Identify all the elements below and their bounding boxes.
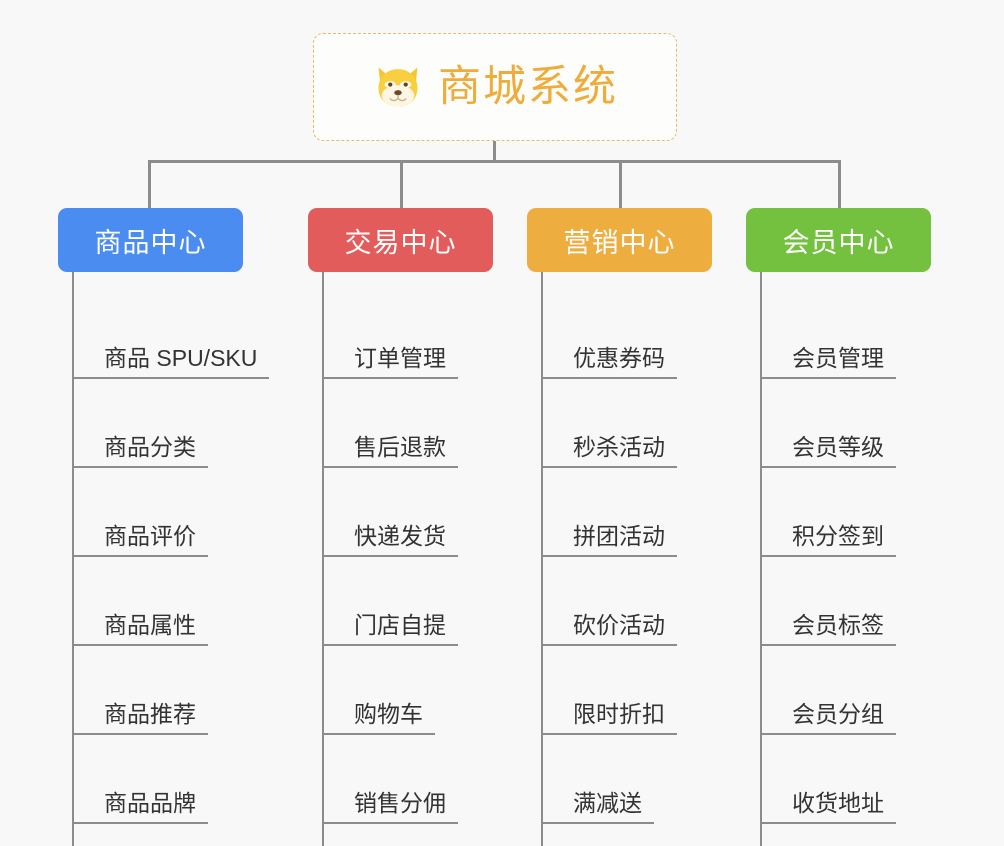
leaf-item[interactable]: 销售分佣 — [322, 735, 493, 824]
leaf-label: 限时折扣 — [541, 700, 677, 735]
connector-drop-marketing-center — [619, 160, 622, 208]
leaf-label: 商品品牌 — [72, 789, 208, 824]
leaf-label: 秒杀活动 — [541, 433, 677, 468]
leaf-item[interactable]: 满减送 — [541, 735, 712, 824]
leaf-label: 商品分类 — [72, 433, 208, 468]
leaf-item[interactable]: 会员标签 — [760, 557, 931, 646]
branch-trade-center: 交易中心 订单管理 售后退款 快递发货 门店自提 购物车 销售分佣 — [308, 208, 493, 846]
leaf-item[interactable]: 商品评价 — [72, 468, 243, 557]
branch-label: 营销中心 — [563, 227, 676, 258]
leaf-label: 优惠券码 — [541, 344, 677, 379]
leaf-list-member-center: 会员管理 会员等级 积分签到 会员标签 会员分组 收货地址 — [760, 272, 931, 846]
leaf-item[interactable]: 积分签到 — [760, 468, 931, 557]
leaf-item[interactable]: 砍价活动 — [541, 557, 712, 646]
leaf-item[interactable]: 会员分组 — [760, 646, 931, 735]
leaf-label: 会员等级 — [760, 433, 896, 468]
leaf-item[interactable]: 会员等级 — [760, 379, 931, 468]
leaf-item[interactable]: 优惠券码 — [541, 290, 712, 379]
branch-product-center: 商品中心 商品 SPU/SKU 商品分类 商品评价 商品属性 商品推荐 商品品牌 — [58, 208, 270, 846]
leaf-list-trade-center: 订单管理 售后退款 快递发货 门店自提 购物车 销售分佣 — [322, 272, 493, 846]
leaf-label: 会员标签 — [760, 611, 896, 646]
branch-label: 商品中心 — [94, 227, 207, 258]
leaf-label: 门店自提 — [322, 611, 458, 646]
leaf-spine — [322, 272, 324, 846]
leaf-label: 收货地址 — [760, 789, 896, 824]
leaf-item[interactable]: 收货地址 — [760, 735, 931, 824]
leaf-item[interactable]: 商品属性 — [72, 557, 243, 646]
leaf-spine — [541, 272, 543, 846]
leaf-label: 会员分组 — [760, 700, 896, 735]
leaf-item[interactable]: 限时折扣 — [541, 646, 712, 735]
branch-marketing-center: 营销中心 优惠券码 秒杀活动 拼团活动 砍价活动 限时折扣 满减送 — [527, 208, 712, 846]
connector-drop-member-center — [838, 160, 841, 208]
root-node[interactable]: 商城系统 — [313, 33, 677, 141]
leaf-item[interactable]: 购物车 — [322, 646, 493, 735]
leaf-label: 砍价活动 — [541, 611, 677, 646]
leaf-label: 商品推荐 — [72, 700, 208, 735]
leaf-item[interactable]: 门店自提 — [322, 557, 493, 646]
connector-drop-product-center — [148, 160, 151, 208]
leaf-item[interactable]: 拼团活动 — [541, 468, 712, 557]
leaf-label: 商品 SPU/SKU — [72, 344, 270, 379]
branch-head-member-center: 会员中心 — [746, 208, 931, 272]
leaf-item[interactable]: 商品分类 — [72, 379, 243, 468]
branch-head-marketing-center: 营销中心 — [527, 208, 712, 272]
leaf-list-product-center: 商品 SPU/SKU 商品分类 商品评价 商品属性 商品推荐 商品品牌 — [72, 272, 270, 846]
leaf-label: 购物车 — [322, 700, 435, 735]
leaf-label: 售后退款 — [322, 433, 458, 468]
leaf-item[interactable]: 快递发货 — [322, 468, 493, 557]
leaf-label: 销售分佣 — [322, 789, 458, 824]
branch-head-product-center: 商品中心 — [58, 208, 243, 272]
leaf-spine — [72, 272, 74, 846]
leaf-label: 会员管理 — [760, 344, 896, 379]
leaf-item[interactable]: 商品推荐 — [72, 646, 243, 735]
leaf-label: 满减送 — [541, 789, 654, 824]
leaf-spine — [760, 272, 762, 846]
leaf-list-marketing-center: 优惠券码 秒杀活动 拼团活动 砍价活动 限时折扣 满减送 — [541, 272, 712, 846]
branch-head-trade-center: 交易中心 — [308, 208, 493, 272]
branch-label: 会员中心 — [782, 227, 895, 258]
leaf-item[interactable]: 会员管理 — [760, 290, 931, 379]
connector-stem — [493, 141, 496, 162]
connector-bar — [149, 160, 840, 163]
leaf-label: 订单管理 — [322, 344, 458, 379]
branch-label: 交易中心 — [344, 227, 457, 258]
leaf-label: 快递发货 — [322, 522, 458, 557]
leaf-label: 商品评价 — [72, 522, 208, 557]
shiba-dog-face-icon — [378, 67, 418, 107]
leaf-item[interactable]: 商品 SPU/SKU — [72, 290, 270, 379]
leaf-item[interactable]: 秒杀活动 — [541, 379, 712, 468]
leaf-item[interactable]: 商品品牌 — [72, 735, 243, 824]
leaf-item[interactable]: 订单管理 — [322, 290, 493, 379]
leaf-label: 积分签到 — [760, 522, 896, 557]
leaf-label: 商品属性 — [72, 611, 208, 646]
leaf-item[interactable]: 售后退款 — [322, 379, 493, 468]
branch-member-center: 会员中心 会员管理 会员等级 积分签到 会员标签 会员分组 收货地址 — [746, 208, 931, 846]
leaf-label: 拼团活动 — [541, 522, 677, 557]
root-title: 商城系统 — [438, 62, 618, 111]
connector-drop-trade-center — [400, 160, 403, 208]
